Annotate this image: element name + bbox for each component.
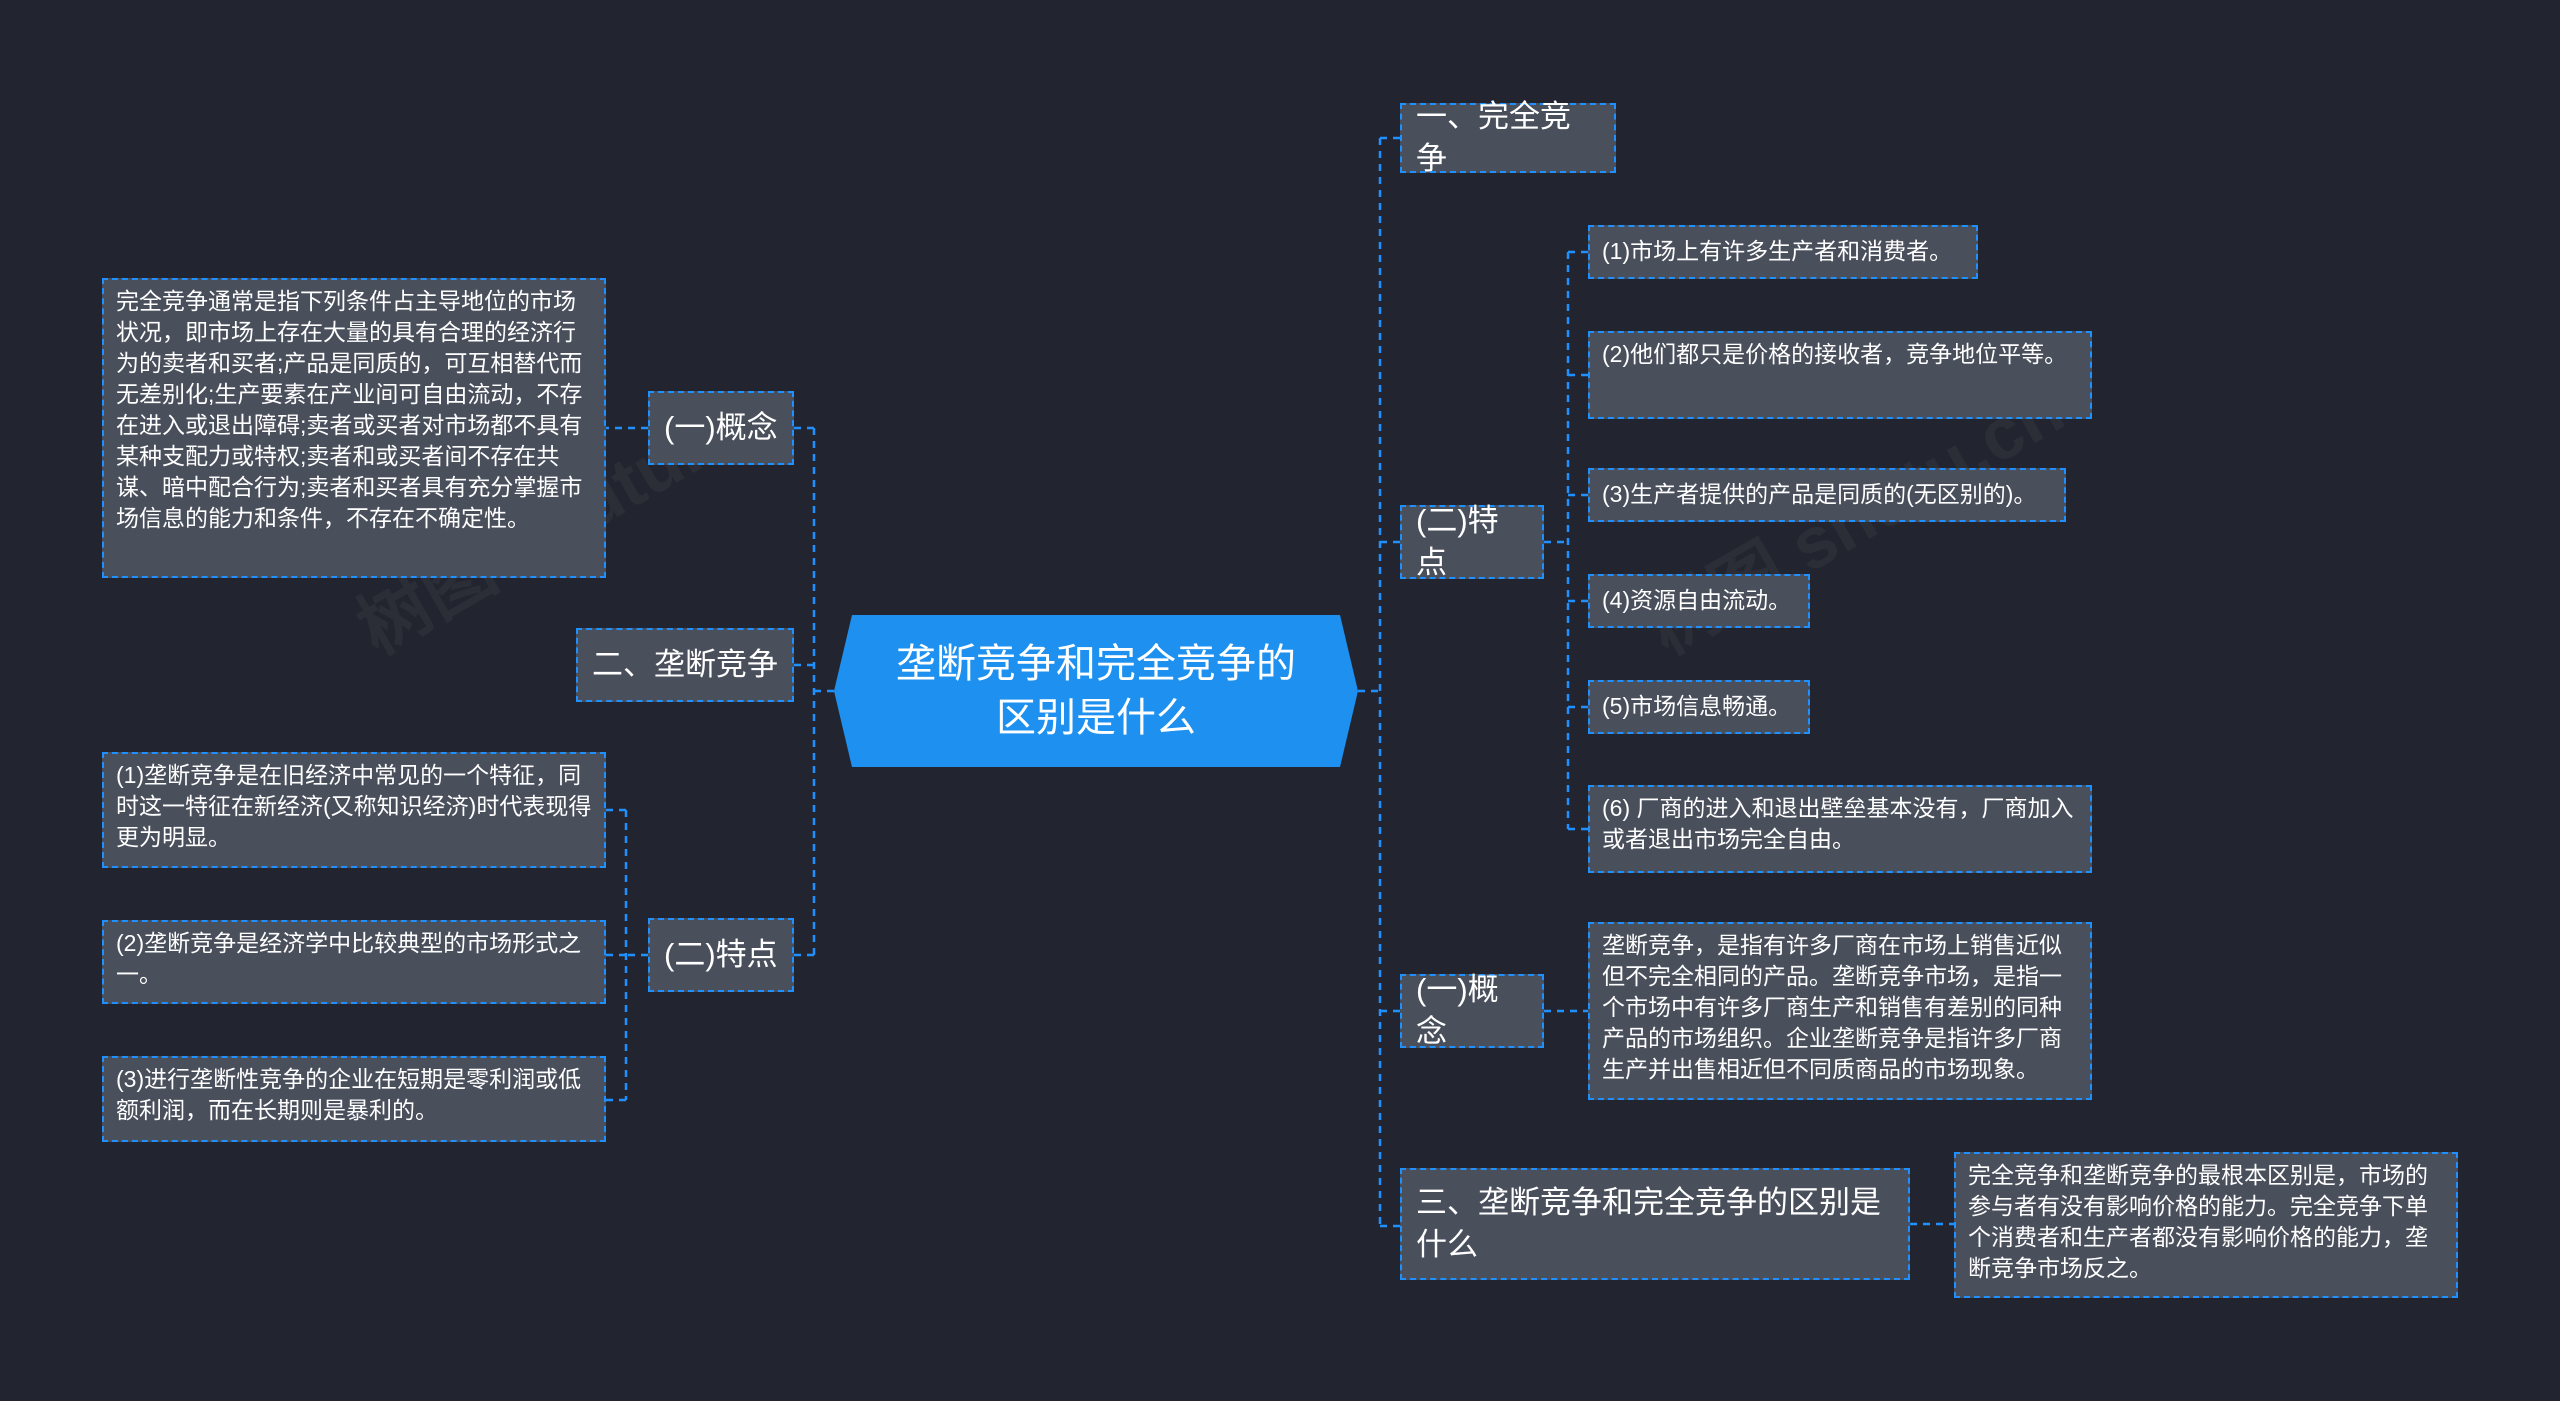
feature-item[interactable]: (3)进行垄断性竞争的企业在短期是零利润或低额利润，而在长期则是暴利的。 (102, 1056, 606, 1142)
branch-label: 三、垄断竞争和完全竞争的区别是什么 (1416, 1185, 1881, 1262)
concept-text[interactable]: 垄断竞争，是指有许多厂商在市场上销售近似但不完全相同的产品。垄断竞争市场，是指一… (1588, 922, 2092, 1100)
branch-perfect-features[interactable]: (二)特点 (1400, 503, 1544, 580)
branch-label: 二、垄断竞争 (592, 647, 778, 683)
branch-label: (二)特点 (664, 937, 778, 973)
feature-item[interactable]: (2)垄断竞争是经济学中比较典型的市场形式之一。 (102, 920, 606, 1004)
branch-label: (一)概念 (1416, 972, 1499, 1049)
concept-text-body: 完全竞争通常是指下列条件占主导地位的市场状况，即市场上存在大量的具有合理的经济行… (116, 288, 583, 532)
feature-item[interactable]: (1)垄断竞争是在旧经济中常见的一个特征，同时这一特征在新经济(又称知识经济)时… (102, 752, 606, 868)
feature-item-text: (5)市场信息畅通。 (1602, 693, 1792, 720)
branch-label: (二)特点 (1416, 503, 1499, 580)
feature-item[interactable]: (1)市场上有许多生产者和消费者。 (1588, 225, 1978, 279)
branch-perfect-competition[interactable]: 一、完全竞争 (1400, 99, 1616, 176)
feature-item[interactable]: (5)市场信息畅通。 (1588, 680, 1810, 734)
feature-item-text: (2)垄断竞争是经济学中比较典型的市场形式之一。 (116, 930, 582, 988)
concept-text-body: 垄断竞争，是指有许多厂商在市场上销售近似但不完全相同的产品。垄断竞争市场，是指一… (1602, 932, 2062, 1083)
feature-item-text: (3)进行垄断性竞争的企业在短期是零利润或低额利润，而在长期则是暴利的。 (116, 1066, 582, 1124)
branch-difference[interactable]: 三、垄断竞争和完全竞争的区别是什么 (1400, 1168, 1910, 1280)
branch-perfect-concept[interactable]: (一)概念 (648, 391, 794, 465)
feature-item-text: (3)生产者提供的产品是同质的(无区别的)。 (1602, 481, 2037, 508)
feature-item-text: (2)他们都只是价格的接收者，竞争地位平等。 (1602, 341, 2068, 367)
feature-item-text: (1)垄断竞争是在旧经济中常见的一个特征，同时这一特征在新经济(又称知识经济)时… (116, 762, 592, 851)
concept-text[interactable]: 完全竞争通常是指下列条件占主导地位的市场状况，即市场上存在大量的具有合理的经济行… (102, 278, 606, 578)
root-topic[interactable]: 垄断竞争和完全竞争的区别是什么 (834, 615, 1358, 767)
branch-monopolistic-concept[interactable]: (一)概念 (1400, 972, 1544, 1049)
branch-label: 一、完全竞争 (1416, 99, 1571, 176)
branch-label: (一)概念 (664, 410, 778, 446)
feature-item[interactable]: (2)他们都只是价格的接收者，竞争地位平等。 (1588, 331, 2092, 419)
branch-monopolistic-features[interactable]: (二)特点 (648, 918, 794, 992)
feature-item-text: (6) 厂商的进入和退出壁垒基本没有，厂商加入或者退出市场完全自由。 (1602, 795, 2074, 853)
root-topic-label: 垄断竞争和完全竞争的区别是什么 (896, 642, 1296, 740)
difference-text[interactable]: 完全竞争和垄断竞争的最根本区别是，市场的参与者有没有影响价格的能力。完全竞争下单… (1954, 1152, 2458, 1298)
feature-item[interactable]: (3)生产者提供的产品是同质的(无区别的)。 (1588, 468, 2066, 522)
feature-item[interactable]: (6) 厂商的进入和退出壁垒基本没有，厂商加入或者退出市场完全自由。 (1588, 785, 2092, 873)
feature-item-text: (4)资源自由流动。 (1602, 587, 1792, 614)
branch-monopolistic-competition[interactable]: 二、垄断竞争 (576, 628, 794, 702)
feature-item[interactable]: (4)资源自由流动。 (1588, 574, 1810, 628)
feature-item-text: (1)市场上有许多生产者和消费者。 (1602, 238, 1953, 265)
difference-text-body: 完全竞争和垄断竞争的最根本区别是，市场的参与者有没有影响价格的能力。完全竞争下单… (1968, 1162, 2428, 1282)
